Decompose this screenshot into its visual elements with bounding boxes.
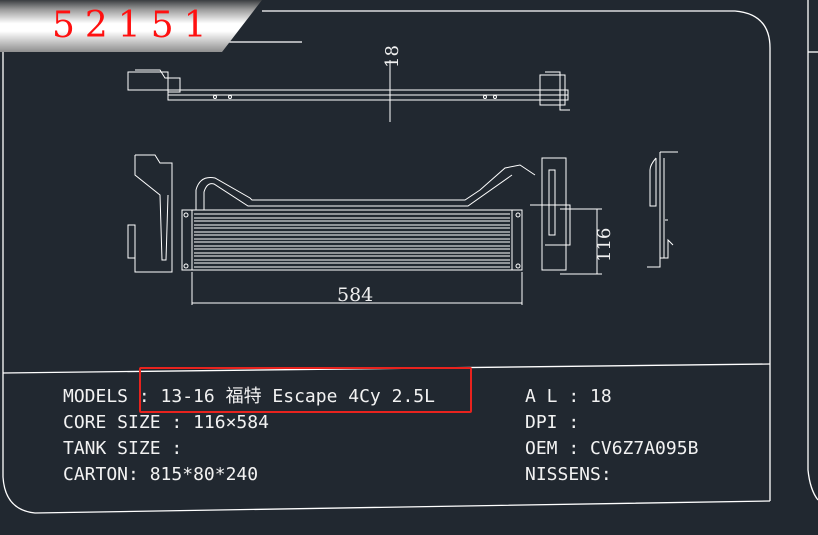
spec-oem: OEM : CV6Z7A095B: [525, 436, 698, 462]
spec-label: A L: [525, 386, 558, 407]
front-view: [127, 154, 602, 305]
dim-height-label: 116: [594, 228, 615, 262]
spec-label: MODELS: [63, 386, 129, 407]
spec-sep: :: [160, 412, 194, 433]
spec-sep: :: [557, 386, 591, 407]
part-number-title: 52151: [52, 5, 217, 46]
spec-core-size: CORE SIZE : 116×584: [63, 410, 435, 436]
spec-value: CV6Z7A095B: [590, 438, 699, 459]
spec-carton: CARTON: 815*80*240: [63, 462, 435, 488]
core-fins: [194, 213, 510, 268]
top-view: [127, 60, 570, 122]
side-view: [647, 151, 678, 268]
spec-value: 116×584: [193, 412, 269, 433]
spec-value: 815*80*240: [149, 464, 259, 485]
spec-sep: :: [128, 386, 161, 407]
spec-sep: :: [128, 464, 150, 485]
spec-sep: :: [600, 464, 612, 485]
spec-value: 18: [590, 386, 612, 407]
spec-label: OEM: [525, 438, 558, 459]
spec-label: NISSENS: [525, 464, 601, 485]
title-banner: [0, 0, 262, 52]
dim-top-label: 18: [382, 45, 403, 68]
spec-dpi: DPI :: [525, 410, 698, 436]
spec-al: A L : 18: [525, 384, 698, 410]
spec-label: CORE SIZE: [63, 412, 161, 433]
spec-label: TANK SIZE: [63, 438, 161, 459]
spec-label: CARTON: [63, 464, 129, 485]
spec-value: 13-16 福特 Escape 4Cy 2.5L: [160, 386, 435, 407]
spec-sep: :: [557, 412, 591, 433]
spec-sep: :: [557, 438, 591, 459]
specs-right: A L : 18 DPI : OEM : CV6Z7A095B NISSENS:: [525, 384, 698, 488]
spec-tank-size: TANK SIZE :: [63, 436, 435, 462]
spec-label: DPI: [525, 412, 558, 433]
frame-border-right: [262, 10, 771, 501]
specs-left: MODELS : 13-16 福特 Escape 4Cy 2.5L CORE S…: [63, 384, 435, 488]
spec-nissens: NISSENS:: [525, 462, 698, 488]
spec-sep: :: [160, 438, 194, 459]
models-highlight-box: [139, 367, 472, 413]
dim-width-label: 584: [337, 284, 373, 306]
spec-models: MODELS : 13-16 福特 Escape 4Cy 2.5L: [63, 384, 435, 410]
frame-border-bottom: [2, 0, 771, 514]
